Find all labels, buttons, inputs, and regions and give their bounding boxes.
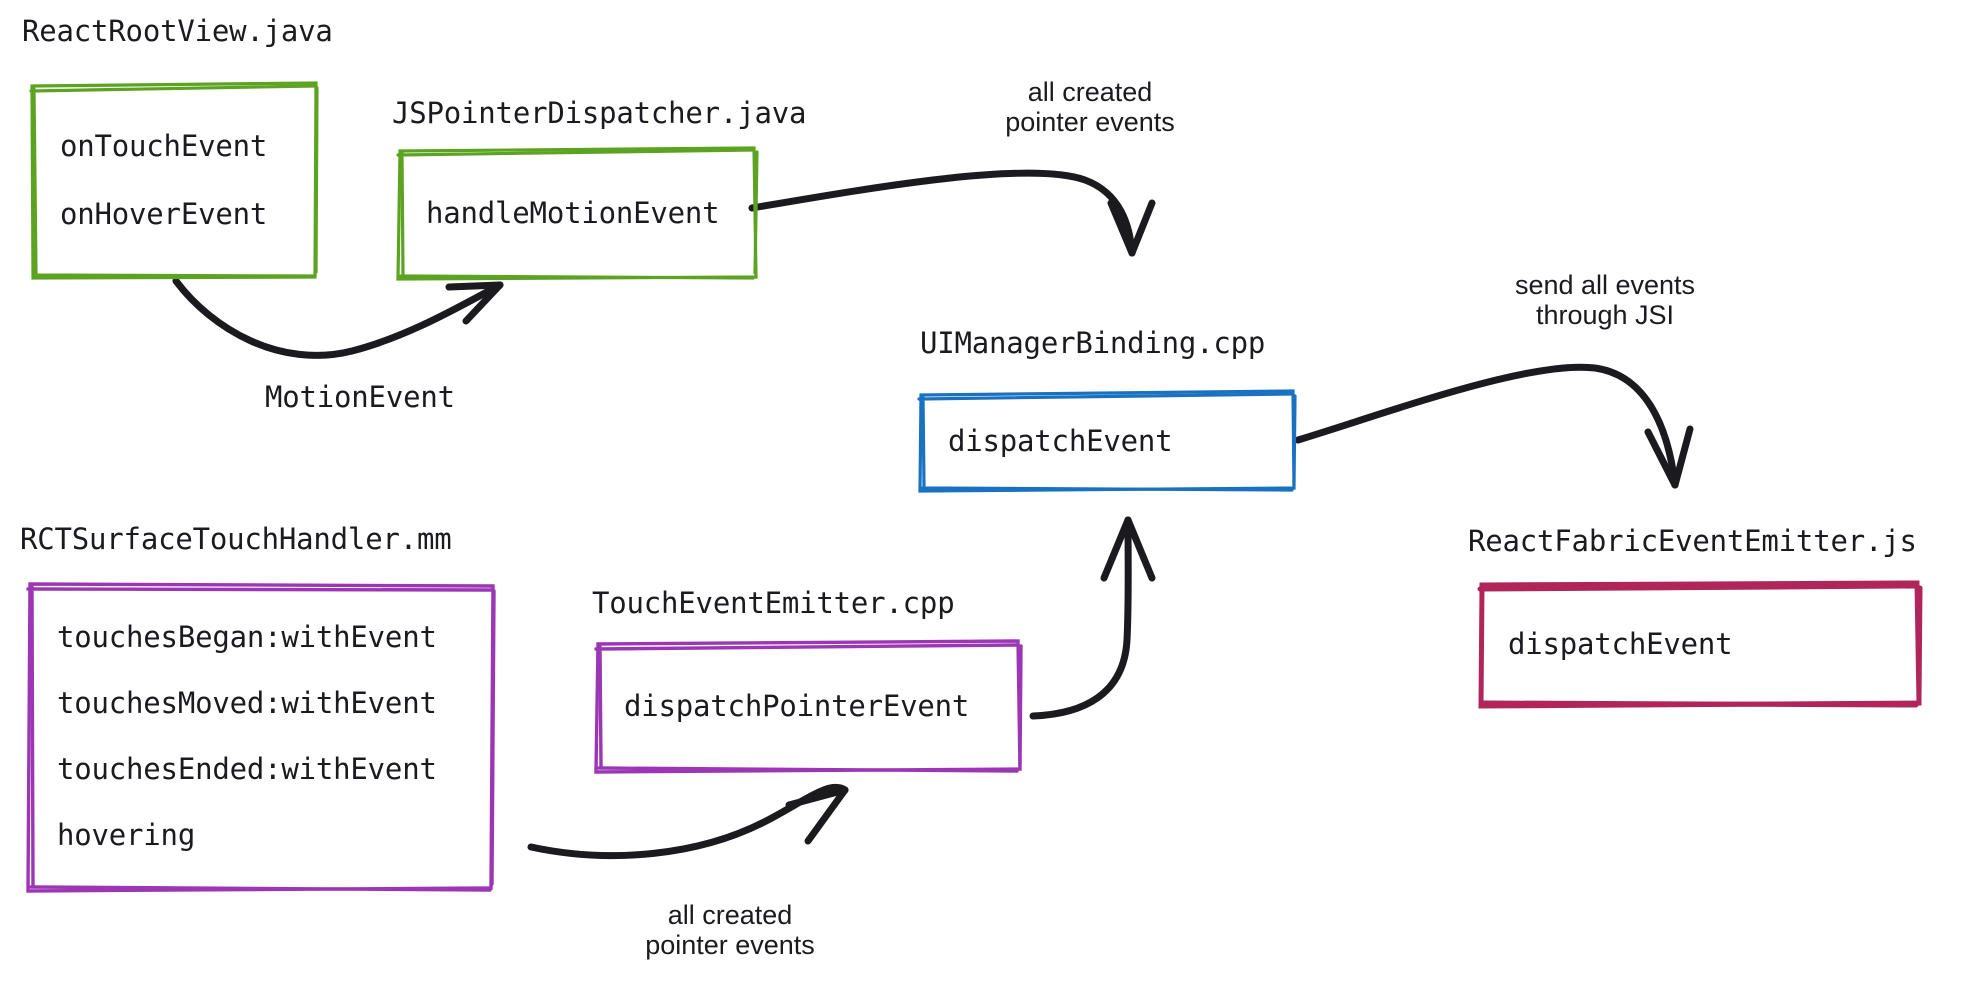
node-items-react-root-view: onTouchEvent onHoverEvent	[30, 80, 318, 280]
box-item: onTouchEvent	[60, 129, 268, 163]
node-label-ui-manager-binding: UIManagerBinding.cpp	[920, 326, 1266, 360]
node-label-react-root-view: ReactRootView.java	[22, 14, 333, 48]
node-items-touch-event-emitter: dispatchPointerEvent	[594, 639, 1022, 773]
node-box-react-root-view[interactable]: onTouchEvent onHoverEvent	[29, 80, 319, 280]
node-items-rct-surface-touch-handler: touchesBegan:withEvent touchesMoved:with…	[25, 580, 495, 892]
edge-label-all-created-pointer-events-bottom: all created pointer events	[645, 900, 815, 961]
node-label-js-pointer-dispatcher: JSPointerDispatcher.java	[392, 96, 807, 130]
box-item: onHoverEvent	[60, 197, 268, 231]
box-item: touchesEnded:withEvent	[57, 752, 437, 786]
box-item: dispatchEvent	[948, 423, 1173, 458]
arrow-emitter-to-uimanager	[1029, 516, 1156, 720]
node-items-ui-manager-binding: dispatchEvent	[918, 389, 1296, 492]
node-box-react-fabric-event-emitter[interactable]: dispatchEvent	[1477, 580, 1923, 709]
box-item: hovering	[57, 818, 196, 852]
arrow-dispatcher-to-uimanager	[748, 169, 1156, 257]
edge-label-motion-event: MotionEvent	[265, 380, 455, 414]
node-box-touch-event-emitter[interactable]: dispatchPointerEvent	[594, 639, 1023, 774]
box-item: touchesBegan:withEvent	[57, 620, 437, 654]
arrow-touchhandler-to-emitter	[527, 783, 849, 860]
node-box-ui-manager-binding[interactable]: dispatchEvent	[917, 389, 1297, 493]
box-item: dispatchEvent	[1508, 627, 1733, 661]
box-item: handleMotionEvent	[426, 196, 720, 230]
node-label-touch-event-emitter: TouchEventEmitter.cpp	[592, 586, 955, 620]
node-box-rct-surface-touch-handler[interactable]: touchesBegan:withEvent touchesMoved:with…	[25, 580, 496, 893]
node-label-react-fabric-event-emitter: ReactFabricEventEmitter.js	[1468, 524, 1917, 558]
node-items-js-pointer-dispatcher: handleMotionEvent	[396, 146, 758, 280]
edge-label-send-all-events-through-jsi: send all events through JSI	[1514, 270, 1696, 331]
arrow-root-to-dispatcher	[172, 277, 504, 359]
edge-label-all-created-pointer-events-top: all created pointer events	[1005, 77, 1175, 138]
node-box-js-pointer-dispatcher[interactable]: handleMotionEvent	[396, 146, 759, 281]
node-items-react-fabric-event-emitter: dispatchEvent	[1478, 580, 1921, 708]
box-item: dispatchPointerEvent	[624, 689, 970, 723]
arrow-uimanager-to-fabric	[1294, 363, 1694, 489]
box-item: touchesMoved:withEvent	[57, 686, 437, 720]
node-label-rct-surface-touch-handler: RCTSurfaceTouchHandler.mm	[20, 522, 452, 556]
